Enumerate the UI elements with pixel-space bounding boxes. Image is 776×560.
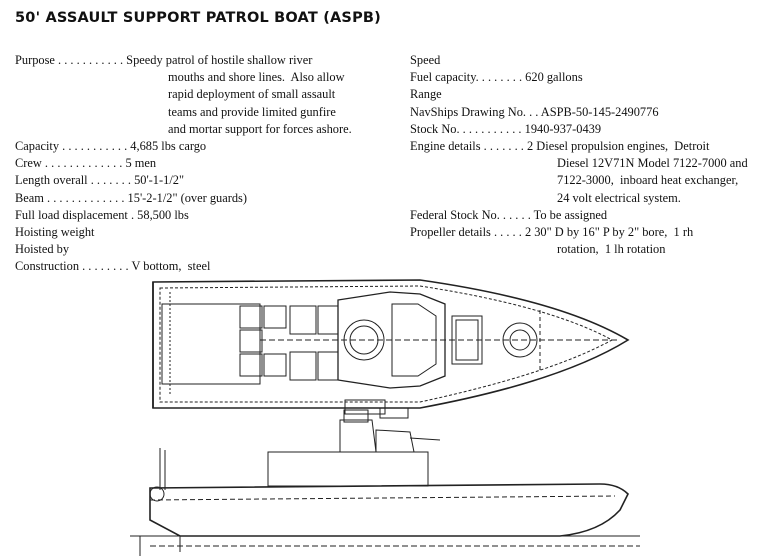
spec-row: Construction . . . . . . . . V bottom, s… [15,258,395,275]
spec-row: Length overall . . . . . . . 50'-1-1/2" [15,172,395,189]
hull-profile [149,483,629,537]
spec-row: Stock No. . . . . . . . . . . 1940-937-0… [410,121,772,138]
forward-turret [502,322,538,358]
spec-row: Range [410,86,772,103]
spec-value-continuation: rapid deployment of small assault [168,87,336,102]
hull-inner-line [159,285,614,403]
pilot-house [391,303,437,377]
spec-value: 1940-937-0439 [524,121,602,136]
spec-value-continuation: mouths and shore lines. Also allow [168,70,345,85]
gun-barrel [409,437,441,441]
spec-label: Beam . . . . . . . . . . . . . [15,190,128,205]
boat-drawing [130,279,640,556]
turret-profile [339,419,377,453]
hatch [239,329,263,353]
spec-label: Capacity . . . . . . . . . . . [15,139,131,154]
spec-value: 15'-2-1/2" (over guards) [127,190,248,205]
spec-row: Hoisted by [15,241,395,258]
spec-value: 4,685 lbs cargo [130,139,207,154]
spec-row: Capacity . . . . . . . . . . . 4,685 lbs… [15,138,395,155]
stern-fitting [149,486,165,502]
spec-row: Fuel capacity. . . . . . . . 620 gallons [410,69,772,86]
forward-turret-inner [509,329,531,351]
spec-row: NavShips Drawing No. . . ASPB-50-145-249… [410,104,772,121]
cabin [337,291,446,389]
spec-value: Speedy patrol of hostile shallow river [126,53,313,67]
spec-row: Engine details . . . . . . . 2 Diesel pr… [410,138,772,155]
spec-value-continuation: teams and provide limited gunfire [168,104,336,119]
forward-hatch-inner [455,319,479,361]
turret-ring [343,319,385,361]
spec-label: NavShips Drawing No. . . [410,104,541,119]
spec-label: Hoisting weight [15,225,95,240]
spec-value-continuation: Diesel 12V71N Model 7122-7000 and [557,156,748,171]
cabin-profile [267,451,429,487]
spec-value: To be assigned [533,207,608,222]
spec-label: Length overall . . . . . . . [15,173,135,188]
hatch [317,305,339,335]
spec-label: Propeller details . . . . . [410,225,525,240]
turret-hatch [349,325,379,355]
turret-top [343,409,369,423]
spec-row: Federal Stock No. . . . . . To be assign… [410,207,772,224]
spec-label: Construction . . . . . . . . [15,259,132,274]
spec-row: Hoisting weight [15,224,395,241]
spec-value-continuation: rotation, 1 lh rotation [557,242,666,257]
forward-hatch [451,315,483,365]
spec-value: 58,500 lbs [137,207,189,222]
rail-detail [344,399,386,415]
pilot-house-profile [375,429,415,453]
spec-label: Engine details . . . . . . . [410,139,528,154]
spec-label: Hoisted by [15,242,70,257]
hatch [317,351,339,381]
spec-value: V bottom, steel [131,259,211,274]
spec-value: 50'-1-1/2" [134,173,185,188]
spec-label: Federal Stock No. . . . . . [410,207,534,222]
spec-label: Full load displacement . [15,207,138,222]
spec-value-continuation: 24 volt electrical system. [557,190,681,205]
spec-value: 5 men [125,156,157,171]
spec-value-continuation: and mortar support for forces ashore. [168,121,352,136]
waterline [149,495,616,501]
spec-row: Crew . . . . . . . . . . . . . 5 men [15,155,395,172]
spec-row: Speed [410,52,772,69]
spec-label: Stock No. . . . . . . . . . . [410,121,525,136]
rail-detail [379,407,409,419]
hatch [263,353,287,377]
spec-label: Fuel capacity. . . . . . . . [410,70,526,85]
spec-value: ASPB-50-145-2490776 [540,104,659,119]
spec-value: 620 gallons [525,70,583,85]
aft-deck [161,303,261,385]
hatch [263,305,287,329]
spec-row: Propeller details . . . . . 2 30" D by 1… [410,224,772,241]
spec-row: Beam . . . . . . . . . . . . . 15'-2-1/2… [15,190,395,207]
hull-plan-outline [152,279,630,409]
spec-value-continuation: 7122-3000, inboard heat exchanger, [557,173,739,188]
profile-view [130,409,640,556]
left-spec-list: Purpose . . . . . . . . . . . Speedy pat… [15,52,395,276]
hatch [289,351,317,381]
hatch [289,305,317,335]
hatch [239,305,263,329]
spec-value: 2 30" D by 16" P by 2" bore, 1 rh [524,225,694,240]
spec-label: Range [410,87,442,102]
hatch [239,353,263,377]
spec-label: Crew . . . . . . . . . . . . . [15,156,126,171]
plan-view [152,279,630,419]
spec-row: Full load displacement . 58,500 lbs [15,207,395,224]
spec-label: Purpose . . . . . . . . . . . [15,53,127,67]
spec-row: Purpose . . . . . . . . . . . Speedy pat… [15,52,395,69]
page-title: 50' ASSAULT SUPPORT PATROL BOAT (ASPB) [15,10,381,26]
spec-label: Speed [410,53,441,67]
spec-value: 2 Diesel propulsion engines, Detroit [527,139,710,154]
